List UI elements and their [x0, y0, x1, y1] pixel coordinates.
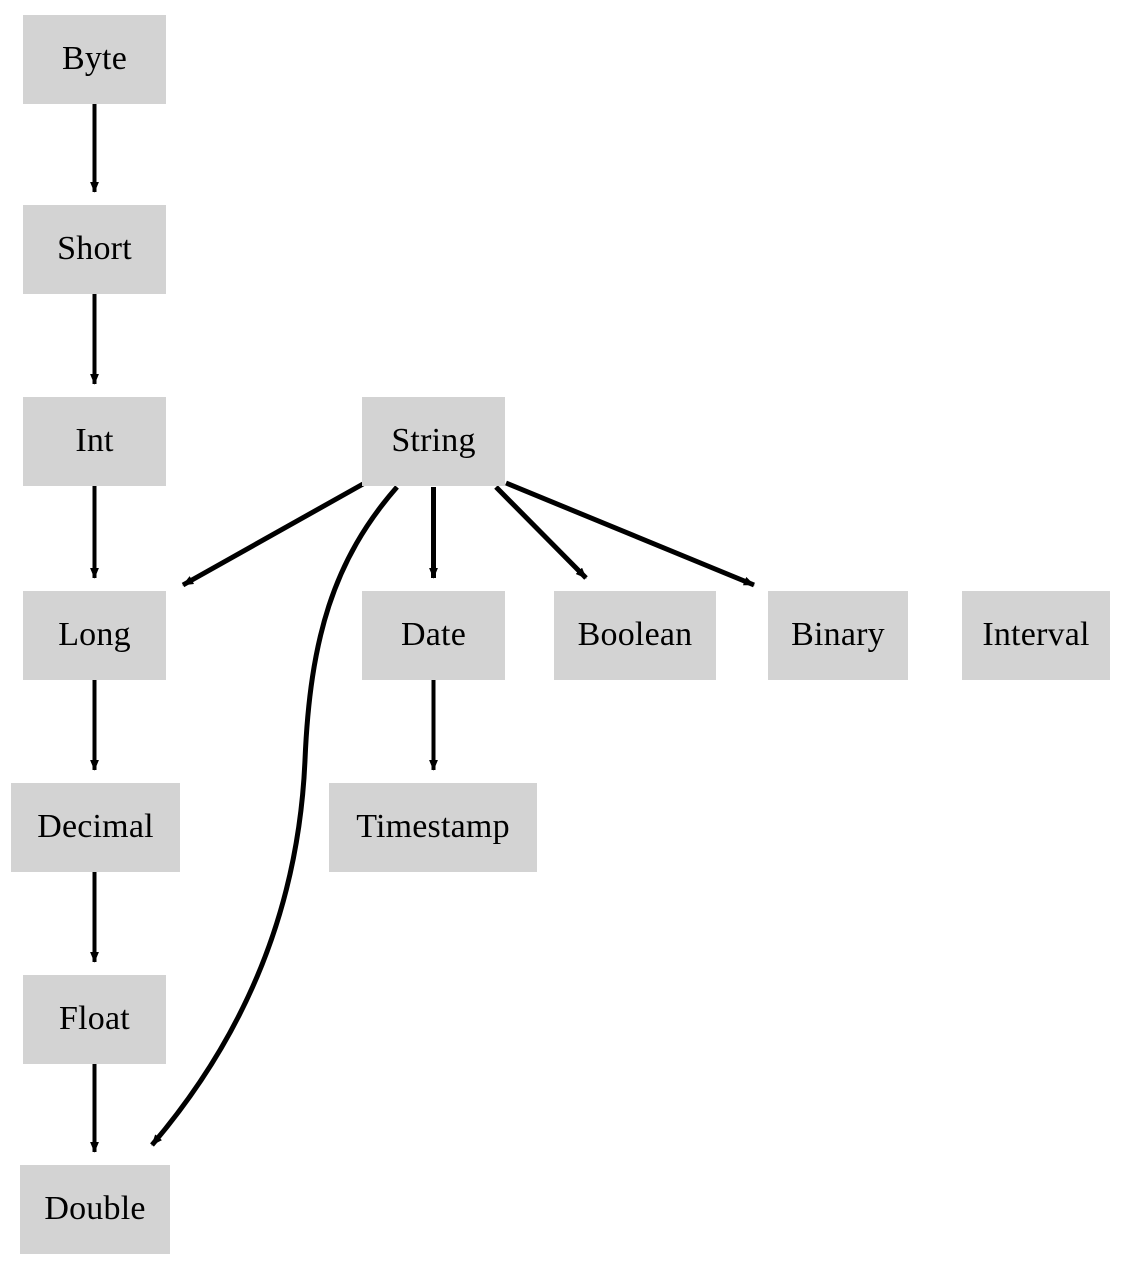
node-decimal-label: Decimal [37, 807, 154, 845]
node-float[interactable]: Float [23, 975, 166, 1064]
node-date-label: Date [401, 615, 466, 653]
node-short-label: Short [57, 229, 132, 267]
node-string[interactable]: String [362, 397, 505, 486]
node-boolean-label: Boolean [577, 615, 693, 653]
node-binary[interactable]: Binary [768, 591, 908, 680]
node-short[interactable]: Short [23, 205, 166, 294]
node-date[interactable]: Date [362, 591, 505, 680]
edge-string-boolean [494, 485, 588, 580]
node-interval[interactable]: Interval [962, 591, 1110, 680]
node-byte[interactable]: Byte [23, 15, 166, 104]
node-timestamp-label: Timestamp [356, 807, 510, 845]
node-timestamp[interactable]: Timestamp [329, 783, 537, 872]
node-float-label: Float [59, 999, 130, 1037]
edge-string-long [181, 481, 365, 588]
node-binary-label: Binary [791, 615, 885, 653]
node-int-label: Int [75, 421, 114, 459]
node-decimal[interactable]: Decimal [11, 783, 180, 872]
node-int[interactable]: Int [23, 397, 166, 486]
node-double[interactable]: Double [20, 1165, 170, 1254]
node-long-label: Long [58, 615, 131, 653]
node-boolean[interactable]: Boolean [554, 591, 716, 680]
node-long[interactable]: Long [23, 591, 166, 680]
edge-string-binary [505, 480, 755, 588]
node-double-label: Double [44, 1189, 146, 1227]
node-byte-label: Byte [61, 39, 127, 77]
node-interval-label: Interval [982, 615, 1090, 653]
node-string-label: String [391, 421, 476, 459]
